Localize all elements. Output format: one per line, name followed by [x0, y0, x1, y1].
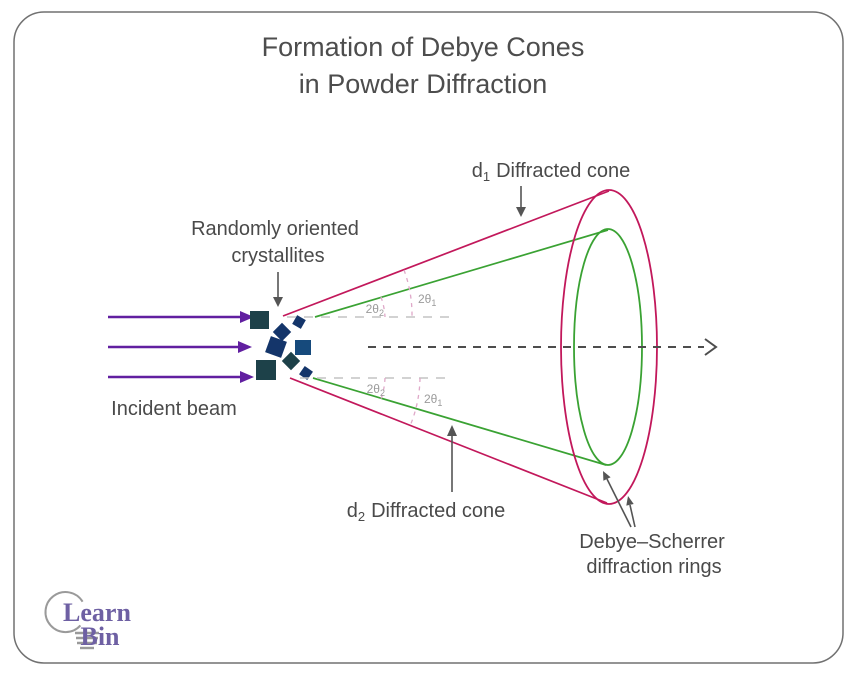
beam-axis-arrow-head — [704, 338, 718, 356]
angle-arc-theta1-upper — [403, 269, 413, 318]
rings-pointer-arrow-green-head — [603, 471, 611, 481]
page-title-line1: Formation of Debye Cones — [262, 32, 585, 62]
d1-cone-upper-edge — [282, 190, 610, 317]
logo-text-bin: Bin — [80, 622, 120, 651]
incident-beam-arrow-head — [238, 341, 252, 353]
crystallite — [295, 340, 311, 355]
crystallite-cluster — [250, 311, 313, 380]
logo-text-learn: Learn — [63, 598, 131, 627]
incident-beam-arrow-head — [240, 371, 254, 383]
crystallite — [256, 360, 276, 380]
lightbulb-icon — [44, 591, 84, 633]
crystallite — [299, 366, 313, 380]
d1-cone-lower-edge — [289, 377, 608, 504]
crystallite — [250, 311, 269, 329]
card-border — [13, 11, 844, 664]
rings-pointer-arrow-green — [606, 478, 632, 528]
angle-arc-theta2-lower — [380, 377, 386, 400]
incident-beam-label: Incident beam — [111, 398, 237, 420]
angle-label-theta1-upper: 2θ1 — [418, 292, 436, 308]
rings-pointer-arrow-magenta — [629, 504, 636, 528]
angle-label-theta2-lower: 2θ2 — [367, 382, 385, 398]
rings-pointer-arrow-magenta-head — [626, 496, 634, 506]
page-title-line2: in Powder Diffraction — [299, 69, 548, 99]
angle-label-theta1-lower: 2θ1 — [424, 392, 442, 408]
d2-cone-lower-edge — [312, 377, 607, 466]
d2-cone-pointer-arrow-head — [447, 425, 457, 436]
incident-beam-arrows — [108, 311, 254, 383]
angle-arc-theta2-upper — [380, 296, 386, 318]
crystallites-pointer-arrow-head — [273, 297, 283, 307]
crystallite — [292, 315, 306, 329]
crystallite — [281, 351, 301, 371]
rings-label-line2: diffraction rings — [586, 556, 721, 578]
learnbin-logo: Learn Bin — [44, 591, 131, 651]
crystallites-label-line1: Randomly oriented — [191, 218, 359, 240]
d1-cone-pointer-arrow-head — [516, 207, 526, 217]
lightbulb-base-threads — [75, 631, 99, 650]
incident-beam-arrow-head — [240, 311, 254, 323]
angle-label-theta2-upper: 2θ2 — [366, 302, 384, 318]
d2-cone-upper-edge — [314, 229, 609, 318]
angle-arc-theta1-lower — [409, 377, 421, 427]
crystallite — [265, 336, 287, 358]
crystallite — [272, 322, 292, 342]
crystallites-label-line2: crystallites — [231, 245, 324, 267]
rings-label-line1: Debye–Scherrer — [579, 531, 725, 553]
